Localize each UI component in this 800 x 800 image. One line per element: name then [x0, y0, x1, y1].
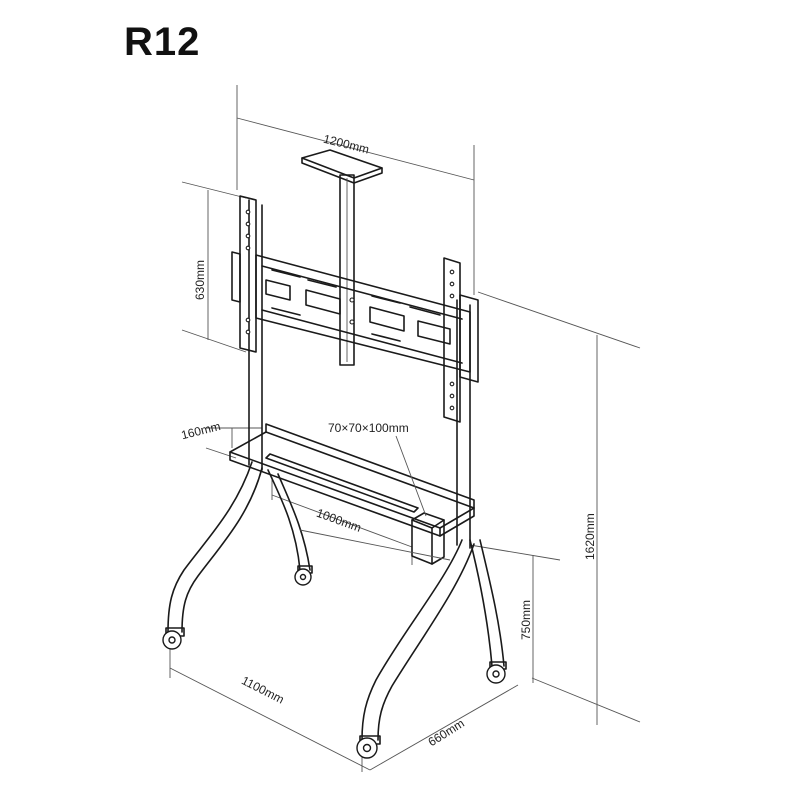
casters — [162, 565, 507, 759]
dim-base-width: 1100mm — [239, 673, 286, 706]
caster-front-left — [162, 627, 185, 650]
dim-leg-height: 750mm — [519, 600, 533, 640]
dimension-lines — [169, 85, 641, 772]
base-legs — [167, 461, 505, 741]
model-title: R12 — [124, 20, 201, 64]
left-vesa-arm — [231, 195, 257, 353]
shelf — [229, 423, 475, 537]
caster-rear-left — [294, 565, 313, 586]
vesa-bracket — [255, 254, 471, 373]
dim-width-top: 1200mm — [322, 132, 371, 157]
dim-bracket-height: 630mm — [193, 260, 207, 300]
camera-mount — [301, 149, 383, 366]
upright-columns — [248, 199, 471, 549]
dim-box-size: 70×70×100mm — [328, 421, 409, 435]
dim-shelf-length: 1000mm — [315, 506, 364, 535]
dim-shelf-depth: 160mm — [180, 419, 222, 442]
right-vesa-arm — [443, 257, 479, 423]
accessory-box — [395, 435, 445, 565]
dim-base-depth: 660mm — [426, 716, 467, 749]
caster-front-right — [356, 735, 381, 759]
caster-rear-right — [486, 661, 507, 684]
dim-total-height: 1620mm — [583, 513, 597, 560]
